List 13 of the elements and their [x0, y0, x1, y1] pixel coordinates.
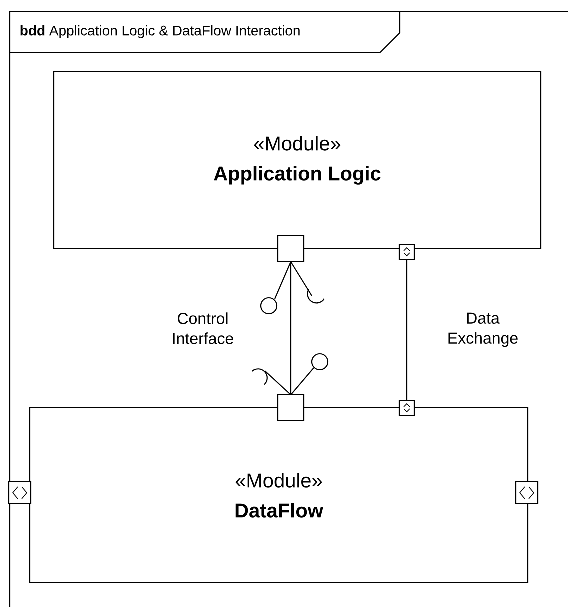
connector: [406, 260, 408, 400]
edge-label: Control Interface: [173, 312, 234, 344]
frame-title-tab: bdd Application Logic & DataFlow Interaction: [10, 12, 401, 54]
flow-port: [398, 400, 416, 416]
port-square: [515, 481, 539, 505]
connector: [290, 262, 292, 394]
port-square: [8, 481, 32, 505]
module-block: «Module» Application Logic: [53, 71, 542, 250]
edge-label: Data Exchange: [448, 312, 518, 348]
port-square: [277, 394, 305, 422]
port-square: [277, 235, 305, 263]
flow-port: [398, 244, 416, 260]
module-block: «Module» DataFlow: [29, 407, 529, 584]
